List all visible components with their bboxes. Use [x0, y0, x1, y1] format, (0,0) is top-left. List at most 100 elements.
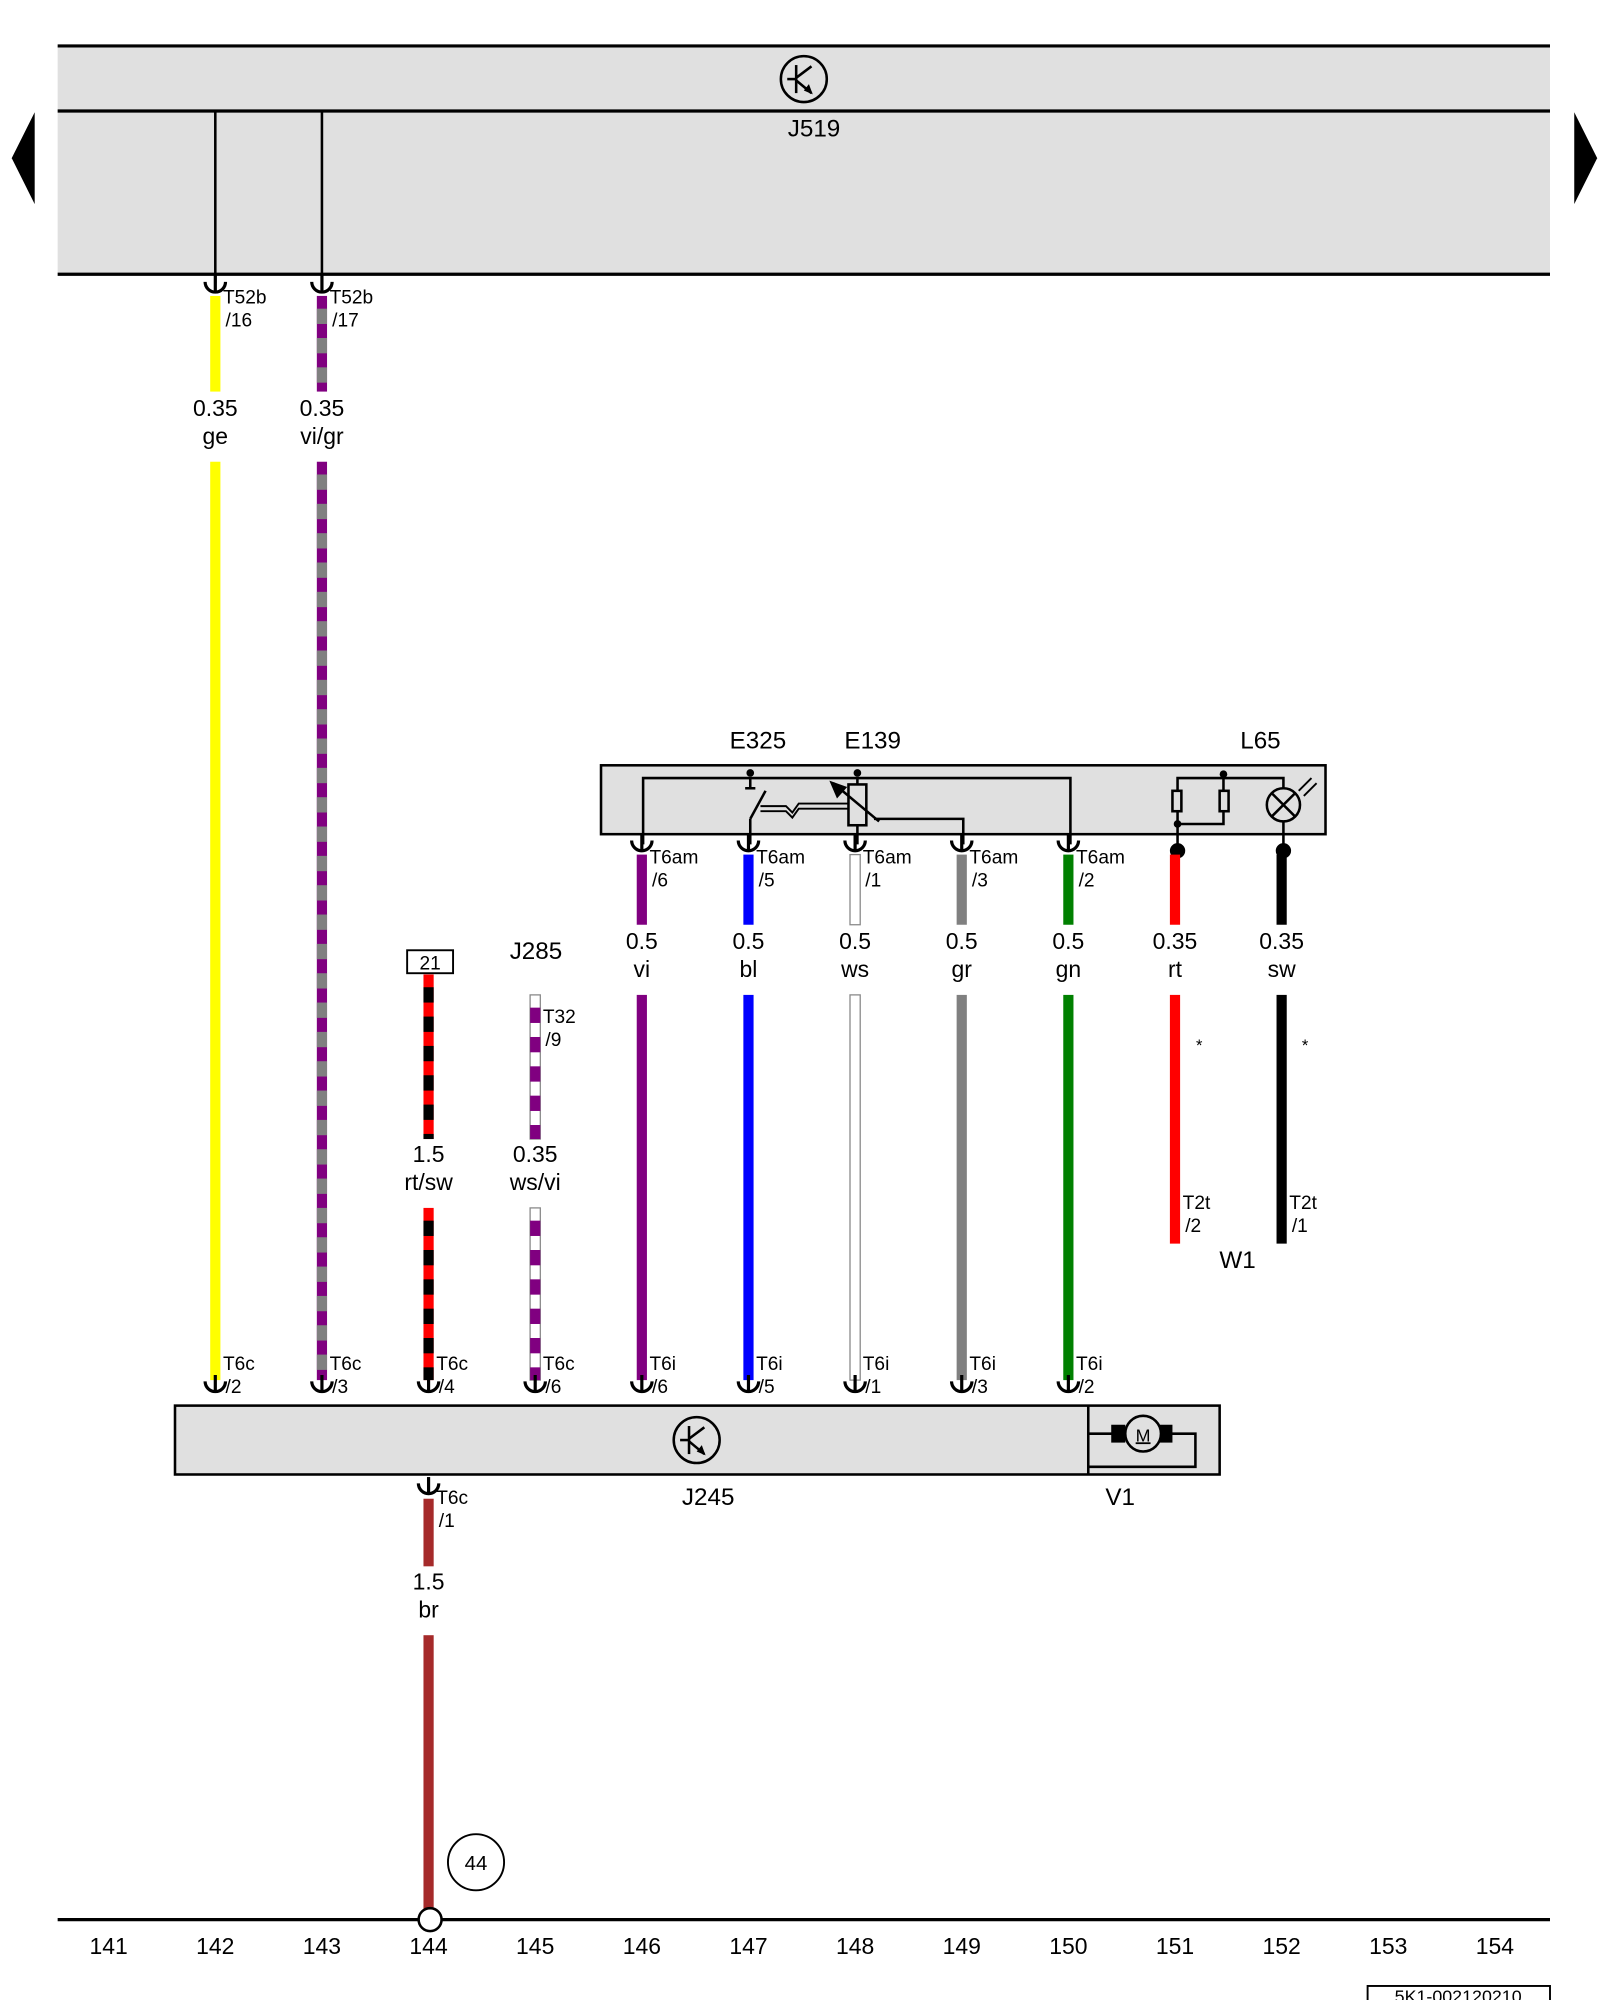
document-id-box: [1366, 1985, 1551, 2000]
wire-stripe: [530, 1367, 541, 1381]
wire-size: 0.35: [1259, 928, 1304, 954]
wire-segment: [743, 994, 754, 1381]
pin-number: /3: [972, 870, 988, 891]
wire-stripe: [530, 1279, 541, 1295]
wire-stripe: [316, 474, 328, 490]
wire-size: 0.5: [1052, 928, 1084, 954]
wire-stripe: [316, 855, 328, 872]
wire-stripe: [316, 650, 328, 666]
wire-color-code: vi: [634, 956, 651, 982]
wire-color-code: ws/vi: [509, 1169, 561, 1195]
wires: T52b/16T6c/20.35geT52b/17T6c/30.35vi/grT…: [193, 110, 1318, 1910]
wire-stripe: [423, 1250, 434, 1266]
column-number: 154: [1476, 1933, 1515, 1959]
wire-stripe: [316, 826, 328, 842]
wire-stripe: [316, 1002, 328, 1018]
pin-number: /16: [226, 311, 253, 332]
wire-stripe: [423, 1367, 434, 1381]
pin-label: T6i: [863, 1354, 890, 1375]
wire-stripe: [316, 1178, 328, 1194]
ground-point-circle: [447, 1833, 506, 1892]
wire-stripe: [316, 367, 328, 383]
wire-stripe: [530, 1066, 541, 1082]
wire-size: 0.5: [839, 928, 871, 954]
column-number: 152: [1262, 1933, 1300, 1959]
pin-number: /6: [652, 1377, 668, 1398]
wire-color-code: sw: [1268, 956, 1296, 982]
wire-stripe: [423, 1338, 434, 1354]
module-j519: J519: [57, 44, 1550, 276]
wire-segment: [849, 994, 861, 1381]
wire-stripe: [316, 1354, 328, 1370]
pin-number: /4: [439, 1377, 455, 1398]
column-number: 142: [196, 1933, 234, 1959]
pin-number: /2: [1079, 870, 1095, 891]
wire-stripe: [316, 562, 328, 578]
wire-stripe: [316, 973, 328, 989]
wire-size: 1.5: [413, 1141, 445, 1167]
wire-stripe: [530, 1338, 541, 1354]
ground-point-label: 44: [465, 1853, 488, 1875]
wire-segment: [1276, 854, 1287, 925]
pin-number: /5: [759, 1377, 775, 1398]
wire-segment: [636, 994, 647, 1381]
motor-v1-label: V1: [1105, 1484, 1135, 1511]
connector-pin-icon: [843, 1375, 867, 1394]
wire-144-ground[interactable]: T6c/11.5br: [413, 1477, 469, 1910]
wire-stripe: [423, 1104, 434, 1120]
wire-stripe: [316, 1149, 328, 1165]
pin-number: /17: [332, 311, 359, 332]
wire-size: 0.35: [300, 395, 345, 421]
wire-stripe: [316, 533, 328, 549]
wire-color-code: rt/sw: [404, 1169, 453, 1195]
switch-e325-icon: [749, 790, 767, 820]
lamp-l65-icon: [1265, 786, 1302, 823]
wire-color-code: br: [418, 1596, 439, 1622]
wire-stripe: [423, 1075, 434, 1091]
pin-label: T6i: [1076, 1354, 1103, 1375]
wire-stripe: [530, 1007, 541, 1023]
wire-stripe: [316, 738, 328, 754]
wire-stripe: [423, 1016, 434, 1032]
component-housing: E325 E139 L65: [599, 728, 1327, 859]
wire-stripe: [530, 1095, 541, 1111]
wire-stripe: [316, 1119, 328, 1136]
column-number: 150: [1049, 1933, 1087, 1959]
next-page-arrow-icon[interactable]: [1574, 112, 1598, 205]
motor-symbol: M: [1136, 1425, 1151, 1445]
wire-stripe: [316, 767, 328, 784]
pin-label: T6am: [863, 848, 912, 869]
previous-page-arrow-icon[interactable]: [11, 112, 35, 205]
connector-pin-icon: [1056, 1375, 1081, 1394]
wire-stripe: [316, 338, 328, 354]
wire-color-code: gr: [952, 956, 973, 982]
wire-segment: [423, 1498, 434, 1567]
wire-segment: [743, 854, 754, 925]
pin-number: /2: [226, 1377, 242, 1398]
connector-pin-icon: [523, 1375, 548, 1394]
wire-stripe: [316, 503, 328, 520]
pin-label: T6i: [649, 1354, 676, 1375]
wire-144-fuse[interactable]: T6c/41.5rt/sw: [404, 974, 469, 1398]
column-number: 144: [409, 1933, 448, 1959]
pin-label: T32: [543, 1007, 576, 1028]
wire-color-code: ws: [840, 956, 869, 982]
pin-label: T6am: [756, 848, 805, 869]
pin-label: T6c: [436, 1488, 468, 1509]
wire-color-code: bl: [740, 956, 758, 982]
column-number: 148: [836, 1933, 874, 1959]
pin-number: /6: [545, 1377, 561, 1398]
wire-color-code: rt: [1168, 956, 1183, 982]
wire-segment: [636, 854, 647, 925]
